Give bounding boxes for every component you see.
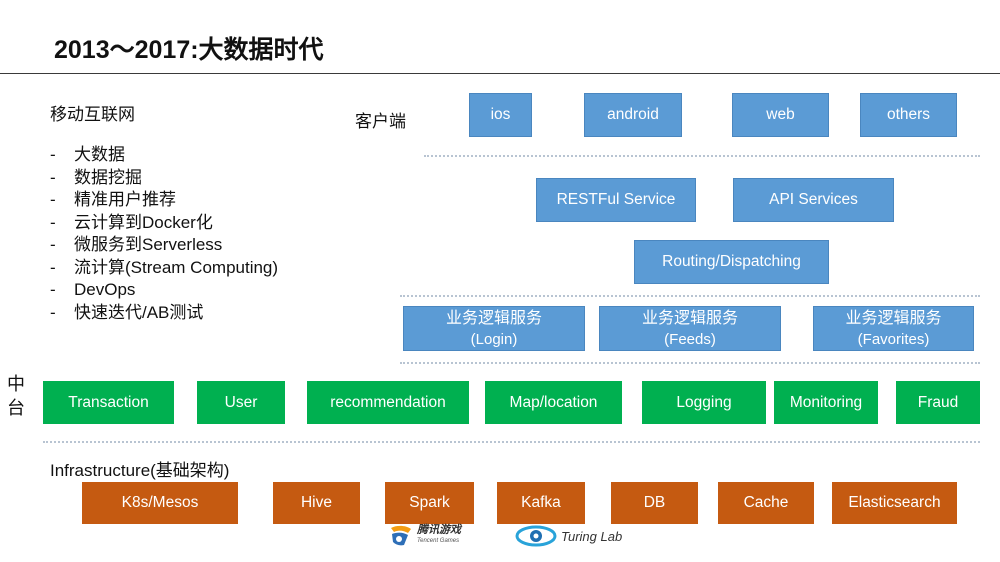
api-services-box: API Services — [733, 178, 894, 222]
logging-box: Logging — [642, 381, 766, 424]
client-others-box: others — [860, 93, 957, 137]
business-title: 业务逻辑服务 — [641, 309, 738, 327]
user-box: User — [197, 381, 285, 424]
list-item: -快速迭代/AB测试 — [50, 302, 204, 322]
tencent-games-icon — [391, 525, 411, 546]
tencent-logo-subtext: Tencent Games — [417, 538, 460, 544]
left-panel-heading: 移动互联网 — [50, 105, 135, 124]
turing-lab-text: Turing Lab — [561, 528, 623, 544]
transaction-box: Transaction — [43, 381, 174, 424]
elasticsearch-box: Elasticsearch — [832, 482, 957, 524]
list-item: -精准用户推荐 — [50, 190, 176, 209]
restful-service-box: RESTFul Service — [536, 178, 696, 222]
db-box: DB — [611, 482, 698, 524]
title-divider — [0, 73, 1000, 74]
cache-box: Cache — [718, 482, 814, 524]
infrastructure-label: Infrastructure(基础架构) — [50, 461, 230, 480]
business-title: 业务逻辑服务 — [845, 309, 942, 327]
middle-platform-label: 中台 — [7, 374, 25, 418]
spark-box: Spark — [385, 482, 474, 524]
list-item: -云计算到Docker化 — [50, 212, 213, 232]
dotted-separator — [400, 295, 980, 297]
list-item: -流计算(Stream Computing) — [50, 257, 279, 277]
business-sub: (Feeds) — [664, 330, 716, 348]
fraud-box: Fraud — [896, 381, 980, 424]
business-sub: (Login) — [470, 330, 518, 348]
list-item: -微服务到Serverless — [50, 235, 223, 254]
tencent-logo-text: 腾讯游戏 — [417, 524, 461, 536]
monitoring-box: Monitoring — [774, 381, 878, 424]
dotted-separator — [43, 441, 980, 443]
client-android-box: android — [584, 93, 682, 137]
dotted-separator — [400, 362, 980, 364]
kafka-box: Kafka — [497, 482, 585, 524]
turing-lab-logo: Turing Lab — [515, 524, 622, 548]
routing-dispatching-box: Routing/Dispatching — [634, 240, 829, 284]
list-item: -数据挖掘 — [50, 167, 142, 187]
map-location-box: Map/location — [485, 381, 622, 424]
list-item: -DevOps — [50, 280, 136, 299]
client-label: 客户端 — [355, 112, 406, 131]
tencent-games-logo: 腾讯游戏 Tencent Games — [388, 524, 461, 548]
client-web-box: web — [732, 93, 829, 137]
recommendation-box: recommendation — [307, 381, 469, 424]
turing-lab-icon — [515, 525, 557, 547]
page-title: 2013～2017:大数据时代 — [54, 36, 324, 64]
trend-list: -大数据 -数据挖掘 -精准用户推荐 -云计算到Docker化 -微服务到Ser… — [50, 144, 278, 324]
k8s-mesos-box: K8s/Mesos — [82, 482, 238, 524]
business-login-box: 业务逻辑服务 (Login) — [403, 306, 585, 351]
business-favorites-box: 业务逻辑服务 (Favorites) — [813, 306, 974, 351]
business-feeds-box: 业务逻辑服务 (Feeds) — [599, 306, 781, 351]
hive-box: Hive — [273, 482, 360, 524]
business-sub: (Favorites) — [857, 330, 930, 348]
business-title: 业务逻辑服务 — [445, 309, 542, 327]
client-ios-box: ios — [469, 93, 532, 137]
dotted-separator — [424, 155, 980, 157]
list-item: -大数据 — [50, 145, 125, 164]
